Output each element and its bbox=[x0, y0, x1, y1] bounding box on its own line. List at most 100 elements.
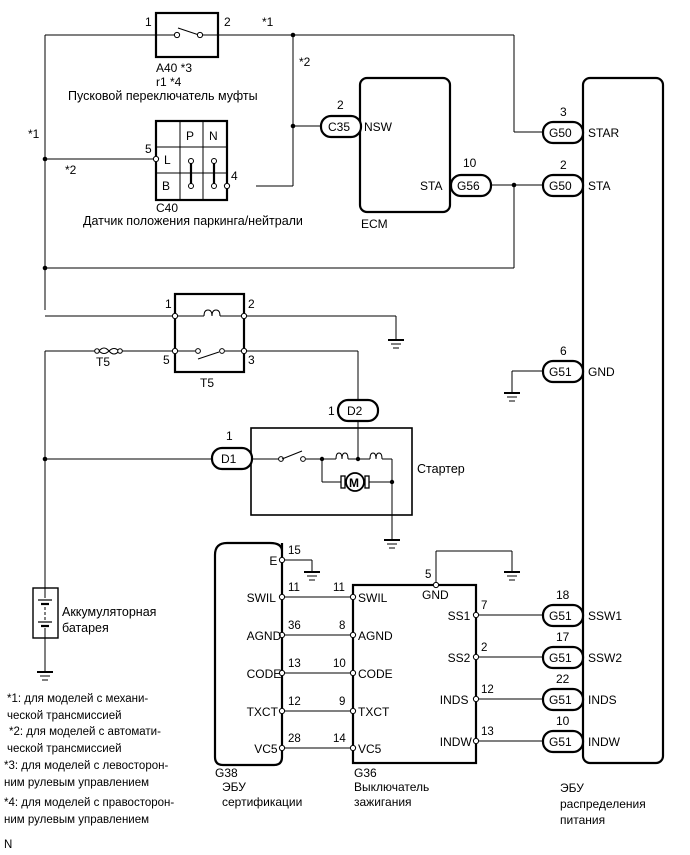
ignition-switch-pins: SWIL11AGND8CODE10TXCT9VC514GND5SS17SS22I… bbox=[333, 569, 494, 756]
cert-terminal bbox=[278, 707, 286, 715]
junction-dot bbox=[355, 456, 361, 462]
connector-g51 bbox=[541, 645, 585, 670]
relay-terminal-2 bbox=[240, 312, 248, 320]
junction-dot bbox=[290, 32, 296, 38]
park-neutral-switch: P N L B 5 4 C40 Датчик положения паркинг… bbox=[83, 119, 303, 228]
relay-code: T5 bbox=[200, 376, 214, 390]
starter-contact bbox=[278, 456, 284, 462]
cert-pin-number: 28 bbox=[288, 733, 301, 745]
connector-g50 bbox=[541, 120, 585, 145]
cert-signal-vc5: VC5 bbox=[254, 742, 278, 756]
ignition-code: G36 bbox=[354, 766, 377, 780]
relay-terminal-5 bbox=[171, 347, 179, 355]
junction-dot bbox=[42, 456, 48, 462]
relay-terminal-1 bbox=[171, 312, 179, 320]
fuse-t5: T5 bbox=[94, 347, 123, 369]
cert-pin-number: 13 bbox=[288, 658, 301, 670]
motor-icon bbox=[345, 472, 365, 492]
pn-cell-n: N bbox=[209, 129, 218, 143]
ignition-terminal bbox=[472, 611, 480, 619]
connector-g51 bbox=[541, 603, 585, 628]
cert-signal-agnd: AGND bbox=[247, 629, 282, 643]
junction-dot bbox=[42, 265, 48, 271]
ignition-terminal bbox=[349, 669, 357, 677]
footnote-2-line-1: *2: для моделей с автомати- bbox=[9, 726, 161, 738]
starter-coil-1-icon bbox=[335, 452, 349, 460]
power-signal-inds: INDS bbox=[588, 693, 617, 707]
cert-ecu-name-2: сертификации bbox=[222, 795, 302, 809]
pn-terminal-4 bbox=[223, 182, 231, 190]
motor-brush bbox=[364, 475, 370, 489]
ignition-terminal bbox=[472, 653, 480, 661]
corner-mark: N bbox=[4, 839, 12, 851]
ground-icon bbox=[388, 339, 404, 349]
relay-coil-icon bbox=[203, 309, 221, 317]
starter-coil-2-icon bbox=[369, 452, 383, 460]
wires bbox=[44, 34, 543, 749]
clutch-code-a40: A40 *3 bbox=[156, 61, 192, 75]
ignition-pin-number: 13 bbox=[481, 726, 494, 738]
pn-cell-p: P bbox=[186, 129, 194, 143]
fuse-icon-inner bbox=[98, 348, 120, 354]
note-top-right: *1 bbox=[262, 15, 274, 29]
cert-terminal bbox=[278, 744, 286, 752]
connector-d2-label: D2 bbox=[347, 404, 363, 418]
connector-label: G51 bbox=[549, 609, 572, 623]
pn-switch-code: C40 bbox=[156, 201, 178, 215]
connector-g51 bbox=[541, 359, 585, 384]
ground-icon bbox=[37, 671, 53, 681]
power-signal-gnd: GND bbox=[588, 365, 615, 379]
connector-g56-label: G56 bbox=[457, 179, 480, 193]
ignition-signal-ss2: SS2 bbox=[448, 651, 471, 665]
ecm-signal-sta: STA bbox=[420, 179, 442, 193]
switch-contact bbox=[196, 31, 204, 39]
ignition-pin-number: 8 bbox=[339, 620, 345, 632]
motor-brush bbox=[340, 475, 346, 489]
battery: Аккумуляторная батарея bbox=[32, 587, 156, 639]
pn-cell-l: L bbox=[164, 153, 171, 167]
connector-label: G51 bbox=[549, 735, 572, 749]
note-vertical-branch: *2 bbox=[299, 55, 311, 69]
cert-signal-swil: SWIL bbox=[247, 591, 277, 605]
ignition-signal-indw: INDW bbox=[440, 735, 473, 749]
switch-contact bbox=[173, 31, 181, 39]
starter-relay-t5: 1 2 5 3 T5 bbox=[163, 292, 255, 390]
connector-label: G50 bbox=[549, 126, 572, 140]
connector-label: G50 bbox=[549, 179, 572, 193]
ground-icon bbox=[384, 539, 400, 549]
relay-box bbox=[173, 292, 246, 374]
ignition-pin-number: 9 bbox=[339, 696, 345, 708]
ignition-pin-number: 12 bbox=[481, 684, 494, 696]
pn-pin-5: 5 bbox=[145, 142, 152, 156]
cert-ecu-box bbox=[213, 541, 284, 767]
connector-label: G51 bbox=[549, 693, 572, 707]
junction-dot bbox=[319, 456, 325, 462]
relay-contact bbox=[219, 348, 225, 354]
ecm-pin-c35: 2 bbox=[337, 98, 344, 112]
relay-pin-5: 5 bbox=[163, 353, 170, 367]
power-signal-ssw2: SSW2 bbox=[588, 651, 622, 665]
pn-contact bbox=[211, 158, 217, 164]
ground-icon bbox=[504, 571, 520, 581]
junction-dot bbox=[389, 479, 395, 485]
power-signal-star: STAR bbox=[588, 126, 619, 140]
ignition-terminal bbox=[349, 593, 357, 601]
ecm-name: ECM bbox=[361, 217, 388, 231]
ignition-pin-number: 2 bbox=[481, 642, 487, 654]
connector-d1-label: D1 bbox=[221, 452, 237, 466]
ignition-terminal bbox=[472, 737, 480, 745]
relay-pin-1: 1 bbox=[165, 297, 172, 311]
footnote-1-line-1: *1: для моделей с механи- bbox=[7, 693, 148, 705]
power-pin-number: 10 bbox=[556, 714, 570, 728]
connector-g51 bbox=[541, 687, 585, 712]
ignition-pin-number: 7 bbox=[481, 600, 487, 612]
fuse-terminal bbox=[117, 348, 123, 354]
ignition-signal-ss1: SS1 bbox=[448, 609, 471, 623]
clutch-pin-1: 1 bbox=[145, 15, 152, 29]
fuse-terminal bbox=[94, 348, 100, 354]
ignition-pin-number: 14 bbox=[333, 733, 346, 745]
starter: D2 1 D1 1 M Стартер bbox=[210, 398, 465, 540]
junctions bbox=[42, 32, 517, 462]
